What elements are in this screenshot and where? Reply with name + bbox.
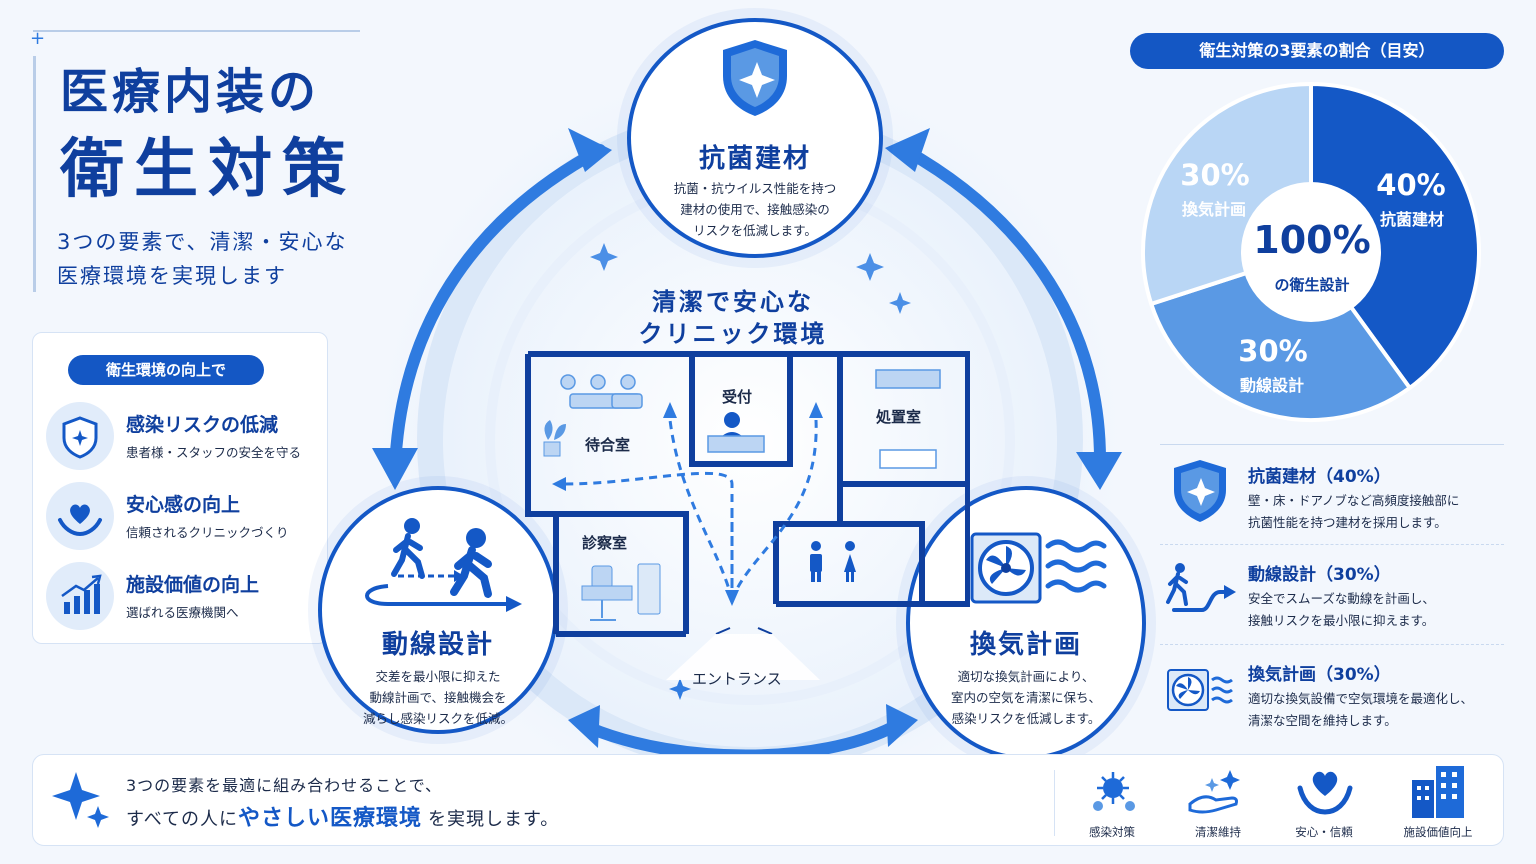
node-desc-left: 交差を最小限に抑えた 動線計画で、接触機会を 減らし感染リスクを低減。 [362, 669, 513, 726]
benefit-sub-3: 選ばれる医療機関へ [126, 605, 239, 620]
footer-banner [32, 754, 1504, 846]
cycle-arrow-right [899, 144, 1106, 466]
benefit-sub-2: 信頼されるクリニックづくり [126, 525, 289, 540]
footer-line2: すべての人にやさしい医療環境を実現します。 [126, 800, 559, 832]
pie-center-label: の衛生設計 [1274, 276, 1350, 294]
benefit-title-3: 施設価値の向上 [126, 574, 260, 596]
sparkle-icon: + [30, 28, 46, 49]
footer-line1: 3つの要素を最適に組み合わせることで、 [126, 776, 443, 795]
rp-text-3: 適切な換気設備で空気環境を最適化し、 清潔な空間を維持します。 [1248, 691, 1474, 728]
walking-arrow-icon [1166, 563, 1236, 612]
pie-category-label-1: 抗菌建材 [1379, 210, 1444, 229]
node-title-top: 抗菌建材 [698, 144, 811, 174]
footer-line2-post: を実現します。 [428, 809, 560, 830]
node-antibacterial: 抗菌建材 抗菌・抗ウイルス性能を持つ 建材の使用で、接触感染の リスクを低減しま… [627, 18, 883, 258]
footer-icon-label-1: 感染対策 [1089, 825, 1135, 839]
footer-divider [1054, 770, 1055, 836]
shield-icon [1174, 460, 1226, 522]
divider [1160, 644, 1504, 645]
rp-title-3: 換気計画（30%） [1248, 665, 1391, 685]
footer-line2-emphasis: やさしい医療環境 [238, 806, 423, 831]
shield-icon [46, 402, 114, 470]
room-exam: 診察室 [582, 534, 628, 552]
room-entrance: エントランス [692, 670, 782, 688]
floor-plan [525, 351, 970, 680]
pie-chart [1141, 81, 1481, 422]
pie-slice-2 [1148, 249, 1413, 422]
heart-hands-icon [46, 482, 114, 550]
node-desc-top: 抗菌・抗ウイルス性能を持つ 建材の使用で、接触感染の リスクを低減します。 [673, 181, 837, 238]
growth-chart-icon [46, 562, 114, 630]
header-side-rule [33, 56, 36, 292]
divider [1160, 544, 1504, 545]
room-reception: 受付 [722, 388, 753, 406]
sparkle-icon [52, 772, 109, 828]
footer-icon-label-2: 清潔維持 [1195, 825, 1241, 839]
pie-value-label-1: 40% [1376, 168, 1446, 202]
footer-icon-label-3: 安心・信頼 [1295, 825, 1353, 839]
pie-center-value: 100% [1253, 218, 1371, 262]
footer-line2-pre: すべての人に [126, 809, 239, 830]
cycle-arrow-left [389, 144, 606, 476]
room-treatment: 処置室 [876, 408, 922, 426]
rp-title-2: 動線設計（30%） [1248, 565, 1391, 585]
benefit-title-1: 感染リスクの低減 [126, 414, 279, 436]
ventilation-fan-icon [1167, 669, 1233, 711]
benefits-label: 衛生環境の向上で [68, 355, 264, 385]
rp-text-1: 壁・床・ドアノブなど高頻度接触部に 抗菌性能を持つ建材を採用します。 [1248, 493, 1460, 530]
pie-category-label-3: 換気計画 [1181, 200, 1246, 219]
heart-hands-icon [1297, 771, 1353, 815]
page-title-line2: 衛生対策 [60, 133, 356, 207]
virus-icon [1093, 772, 1135, 811]
header-rule [33, 30, 360, 32]
rp-title-1: 抗菌建材（40%） [1248, 467, 1391, 487]
clean-hand-icon [1188, 770, 1240, 814]
page-title-line1: 医療内装の [60, 64, 321, 120]
benefit-sub-1: 患者様・スタッフの安全を守る [126, 445, 302, 460]
node-title-right: 換気計画 [969, 630, 1082, 660]
chart-title: 衛生対策の3要素の割合（目安） [1130, 33, 1504, 69]
subtitle-line1: 3つの要素で、清潔・安心な [57, 230, 348, 254]
node-ventilation: 換気計画 適切な換気計画により、 室内の空気を清潔に保ち、 感染リスクを低減しま… [906, 486, 1146, 760]
node-title-left: 動線設計 [381, 630, 494, 660]
pie-value-label-3: 30% [1180, 158, 1250, 192]
pie-slice-1 [1309, 81, 1481, 391]
center-title-line1: 清潔で安心な [652, 288, 814, 316]
rp-text-2: 安全でスムーズな動線を計画し、 接触リスクを最小限に抑えます。 [1248, 591, 1435, 628]
shield-icon [723, 40, 787, 116]
benefit-title-2: 安心感の向上 [126, 494, 241, 516]
pie-value-label-2: 30% [1238, 334, 1308, 368]
center-title-line2: クリニック環境 [638, 320, 828, 348]
footer-icon-label-4: 施設価値向上 [1403, 825, 1473, 839]
building-icon [1412, 766, 1464, 818]
node-desc-right: 適切な換気計画により、 室内の空気を清潔に保ち、 感染リスクを低減します。 [950, 669, 1101, 726]
ventilation-fan-icon [970, 532, 1107, 604]
pie-center-hole [1241, 182, 1381, 322]
walking-people-icon [365, 518, 522, 612]
right-panel-rule [1160, 444, 1504, 445]
subtitle-line2: 医療環境を実現します [57, 264, 287, 288]
room-waiting: 待合室 [585, 436, 631, 454]
node-flow-design: 動線設計 交差を最小限に抑えた 動線計画で、接触機会を 減らし感染リスクを低減。 [318, 486, 558, 734]
pie-category-label-2: 動線設計 [1239, 376, 1304, 395]
